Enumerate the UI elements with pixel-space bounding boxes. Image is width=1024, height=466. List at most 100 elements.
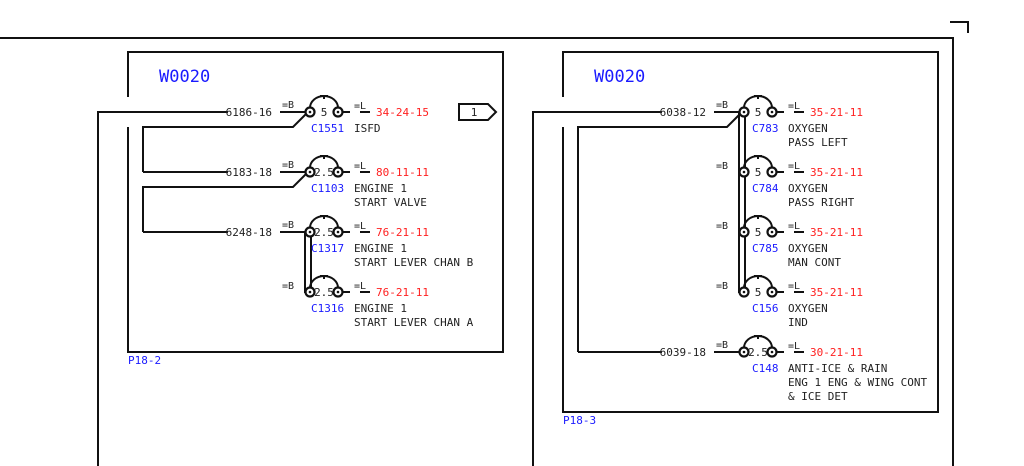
breaker-id: C1103: [311, 182, 344, 195]
breaker-rating: 5: [755, 226, 762, 239]
pin-center: [308, 110, 312, 114]
reference-link: 35-21-11: [810, 106, 863, 119]
terminal-l-label: =L: [354, 161, 366, 172]
breaker-id: C784: [752, 182, 779, 195]
pin-center: [770, 110, 774, 114]
terminal-l-label: =L: [788, 161, 800, 172]
terminal-l-label: =L: [788, 341, 800, 352]
wire-number: 6039-18: [660, 346, 706, 359]
breaker-rating: 5: [321, 106, 328, 119]
offpage-connector-shape: [458, 103, 498, 121]
terminal-b-label: =B: [282, 160, 294, 171]
pin-center: [742, 350, 746, 354]
terminal-l-label: =L: [788, 101, 800, 112]
pin-center: [336, 230, 340, 234]
breaker-description: ENGINE 1: [354, 182, 407, 195]
corner-mark: [950, 21, 969, 33]
wire-number: 6038-12: [660, 106, 706, 119]
breaker-id: C1551: [311, 122, 344, 135]
breaker-id: C783: [752, 122, 779, 135]
feed-wire: [97, 111, 228, 466]
breaker-id: C156: [752, 302, 779, 315]
terminal-b-label: =B: [716, 281, 728, 292]
terminal-l-label: =L: [354, 101, 366, 112]
pin-center: [742, 110, 746, 114]
panel-title: W0020: [159, 67, 210, 87]
breaker-id: C148: [752, 362, 779, 375]
pin-center: [336, 110, 340, 114]
offpage-connector-label: 1: [471, 106, 478, 119]
terminal-l-label: =L: [354, 221, 366, 232]
reference-link: 76-21-11: [376, 226, 429, 239]
breaker-rating: 5: [755, 106, 762, 119]
breaker-description: PASS LEFT: [788, 136, 848, 149]
plug-label: P18-2: [128, 354, 161, 367]
pin-center: [308, 290, 312, 294]
reference-link: 34-24-15: [376, 106, 429, 119]
terminal-b-label: =B: [282, 220, 294, 231]
pin-center: [770, 350, 774, 354]
pin-center: [308, 170, 312, 174]
pin-center: [336, 290, 340, 294]
breaker-description: START LEVER CHAN A: [354, 316, 474, 329]
wire-number: 6183-18: [226, 166, 272, 179]
reference-link: 76-21-11: [376, 286, 429, 299]
pin-center: [770, 290, 774, 294]
jumper-wire: [577, 111, 743, 352]
wire-number: 6186-16: [226, 106, 272, 119]
pin-center: [770, 170, 774, 174]
panel-border: [562, 51, 939, 413]
pin-center: [336, 170, 340, 174]
breaker-rating: 2.5: [314, 286, 334, 299]
breaker-description: OXYGEN: [788, 242, 828, 255]
plug-label: P18-3: [563, 414, 596, 427]
reference-link: 35-21-11: [810, 226, 863, 239]
jumper-wire: [142, 171, 309, 232]
breaker-description: ISFD: [354, 122, 381, 135]
breaker-rating: 2.5: [314, 166, 334, 179]
bus-bar: [738, 111, 746, 293]
outer-frame: [0, 37, 954, 466]
terminal-l-label: =L: [354, 281, 366, 292]
offpage-connector[interactable]: 1: [458, 103, 498, 121]
breaker-description: ENGINE 1: [354, 242, 407, 255]
terminal-b-label: =B: [716, 161, 728, 172]
pin-center: [742, 170, 746, 174]
panel-border: [127, 51, 504, 353]
terminal-b-label: =B: [716, 340, 728, 351]
breaker-description: ANTI-ICE & RAIN: [788, 362, 887, 375]
pin-center: [742, 290, 746, 294]
breaker-description: OXYGEN: [788, 302, 828, 315]
breaker-rating: 2.5: [748, 346, 768, 359]
breaker-description: ENG 1 ENG & WING CONT: [788, 376, 927, 389]
feed-wire: [532, 111, 662, 466]
terminal-b-label: =B: [716, 100, 728, 111]
reference-link: 35-21-11: [810, 166, 863, 179]
breaker-description: MAN CONT: [788, 256, 841, 269]
reference-link: 80-11-11: [376, 166, 429, 179]
pin-center: [770, 230, 774, 234]
reference-link: 30-21-11: [810, 346, 863, 359]
pin-center: [308, 230, 312, 234]
breaker-id: C1317: [311, 242, 344, 255]
breaker-rating: 5: [755, 286, 762, 299]
breaker-description: OXYGEN: [788, 182, 828, 195]
reference-link: 35-21-11: [810, 286, 863, 299]
breaker-id: C785: [752, 242, 779, 255]
breaker-description: IND: [788, 316, 808, 329]
wire-number: 6248-18: [226, 226, 272, 239]
terminal-l-label: =L: [788, 221, 800, 232]
terminal-b-label: =B: [716, 221, 728, 232]
